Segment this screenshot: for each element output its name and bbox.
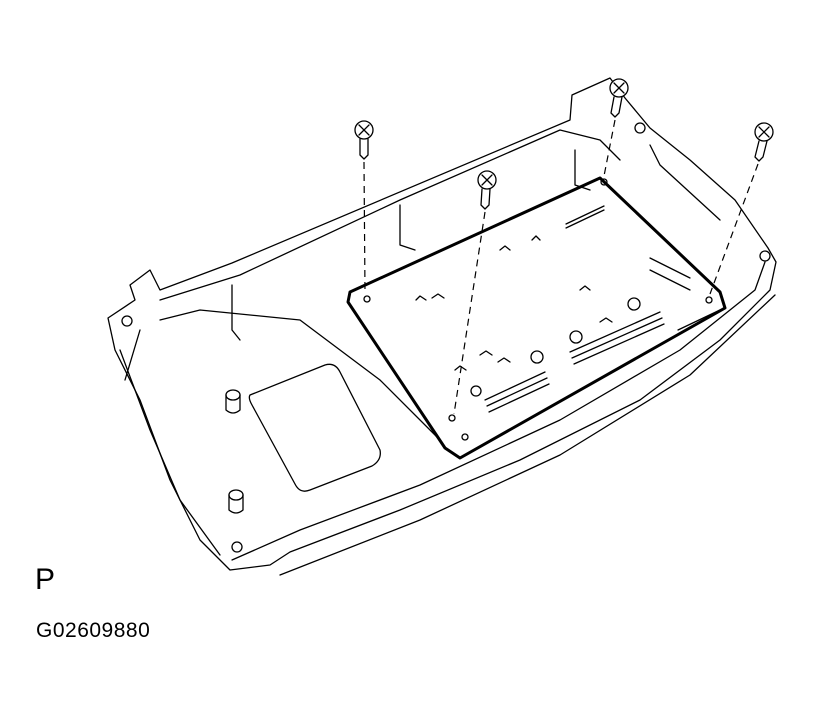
screw-group bbox=[354, 78, 774, 415]
screw bbox=[453, 170, 497, 415]
circuit-board bbox=[346, 176, 727, 460]
screw bbox=[709, 122, 774, 295]
screw bbox=[354, 120, 374, 294]
figure-code: G02609880 bbox=[36, 619, 151, 642]
view-letter: P bbox=[35, 563, 56, 596]
screw bbox=[603, 78, 629, 177]
housing-tray bbox=[107, 77, 777, 576]
